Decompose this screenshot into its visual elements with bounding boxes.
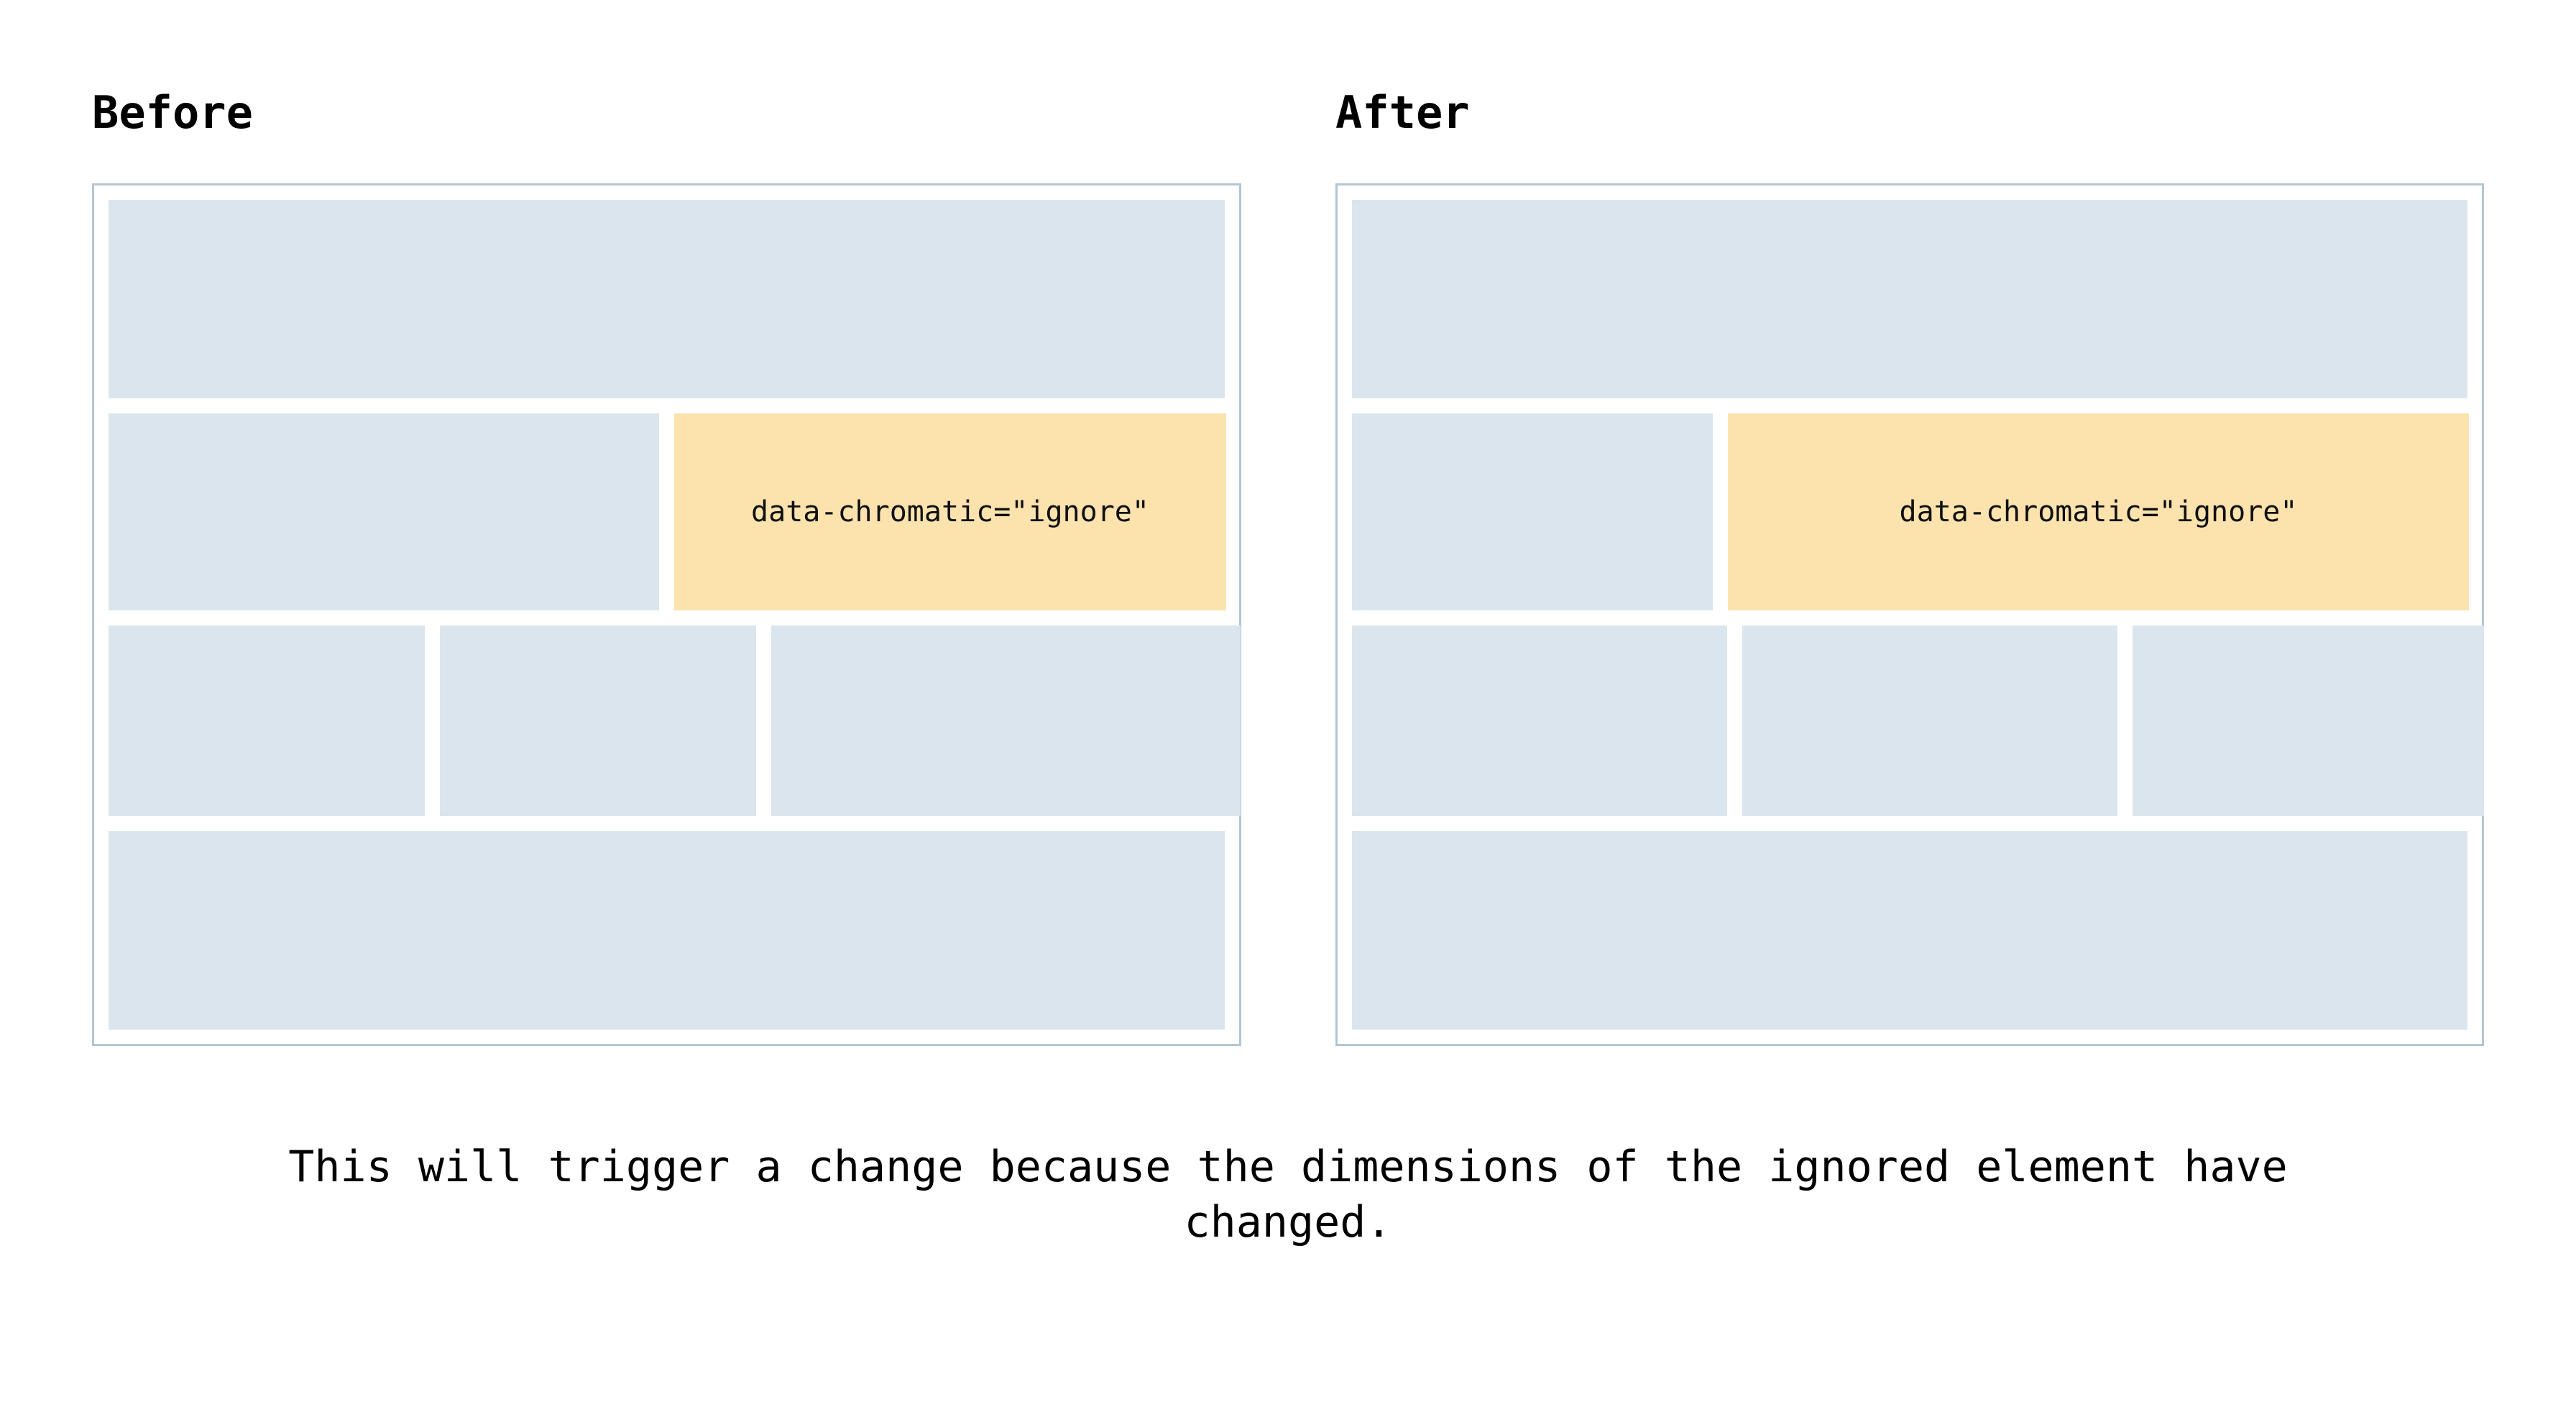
placeholder-block [1352, 413, 1713, 611]
placeholder-block [1742, 626, 2117, 816]
after-snapshot-frame: data-chromatic="ignore" [1335, 183, 2484, 1046]
ignored-block: data-chromatic="ignore" [1728, 413, 2469, 611]
ignored-block-label: data-chromatic="ignore" [751, 495, 1149, 529]
after-panel-column: After data-chromatic="ignore" [1335, 0, 2484, 1046]
comparison-caption: This will trigger a change because the d… [288, 1142, 2288, 1247]
placeholder-block [109, 413, 659, 611]
before-after-comparison: Before data-chromatic="ignore" [92, 0, 2484, 1046]
after-row-footer [1352, 830, 2467, 1030]
before-row-footer [109, 830, 1225, 1030]
before-panel-title: Before [92, 86, 253, 139]
ignored-block-label: data-chromatic="ignore" [1899, 495, 2298, 529]
before-row-triple [109, 626, 1241, 816]
after-panel-title: After [1335, 86, 1470, 139]
placeholder-block [109, 200, 1225, 399]
after-row-triple [1352, 626, 2484, 816]
before-row-split: data-chromatic="ignore" [109, 413, 1226, 611]
placeholder-block [1352, 200, 2467, 399]
placeholder-block [109, 626, 425, 816]
before-row-hero [109, 200, 1225, 399]
placeholder-block [771, 626, 1241, 816]
placeholder-block [2133, 626, 2484, 816]
placeholder-block [1352, 626, 1727, 816]
before-panel-column: Before data-chromatic="ignore" [92, 0, 1241, 1046]
placeholder-block [1352, 830, 2467, 1030]
placeholder-block [440, 626, 756, 816]
ignored-block: data-chromatic="ignore" [674, 413, 1226, 611]
before-snapshot-frame: data-chromatic="ignore" [92, 183, 1241, 1046]
after-row-hero [1352, 200, 2467, 399]
after-row-split: data-chromatic="ignore" [1352, 413, 2469, 611]
placeholder-block [109, 830, 1225, 1030]
